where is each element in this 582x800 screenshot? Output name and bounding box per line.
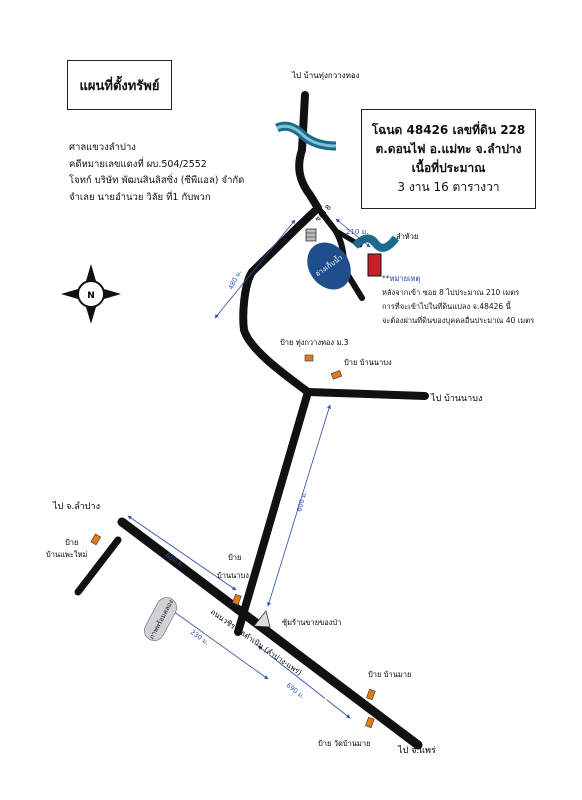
court-line-4: จำเลย นายอำนวย วิลัย ที่1 กับพวก <box>69 191 211 203</box>
map-title: แผนที่ตั้งทรัพย์ <box>79 78 160 94</box>
label-sign-ban-phae-mai-2: บ้านแพะใหม่ <box>46 550 88 559</box>
deed-line-1: โฉนด 48426 เลขที่ดิน 228 <box>371 123 526 137</box>
sign-ban-na-bong2-marker <box>232 593 242 606</box>
label-booth: ซุ้มร้านขายของป่า <box>282 618 341 627</box>
dim-600-label: 600 ม. <box>295 490 308 512</box>
dim-210-label: 210 ม. <box>346 228 368 236</box>
oil-depot: ภาพพร้อมคลอง <box>144 597 177 641</box>
building-icon <box>305 228 317 242</box>
sign-phung-kwang-thong-marker <box>304 354 314 362</box>
court-info: ศาลแขวงลำปาง คดีหมายเลขแดงที่ ผบ.504/255… <box>69 140 244 206</box>
compass-icon: N <box>61 264 121 324</box>
deed-line-2: ต.ดอนไฟ อ.แม่ทะ จ.ลำปาง <box>375 142 522 156</box>
sign-ban-phae-mai-marker <box>90 533 102 546</box>
dim-480-line <box>214 219 296 319</box>
note-line-2: การที่จะเข้าไปในที่ดินแปลง จ.48426 นี้ <box>382 302 511 311</box>
note-line-3: จะต้องผ่านที่ดินของบุคคลอื่นประมาณ 40 เม… <box>382 316 535 325</box>
label-to-phrae: ไป จ.แพร่ <box>397 745 436 756</box>
map-title-box: แผนที่ตั้งทรัพย์ <box>67 60 172 110</box>
sign-ban-mai-marker <box>366 688 376 701</box>
signs <box>90 354 376 729</box>
sign-wat-ban-mai-marker <box>365 716 375 729</box>
road-to-ban-na-bong <box>304 388 429 400</box>
dim-230-label: 230 ม. <box>189 628 211 647</box>
canal-crossing-north <box>275 121 337 151</box>
label-to-lampang: ไป จ.ลำปาง <box>52 501 100 512</box>
remark-note: **หมายเหตุ หลังจากเข้า ซอย 8 ไปประมาณ 21… <box>382 272 534 328</box>
dim-210-line <box>335 218 371 248</box>
compass-n-label: N <box>87 291 95 301</box>
booth-icon <box>253 610 271 628</box>
dim-600-line <box>267 404 331 607</box>
label-sign-ban-na-bong2-2: บ้านนาบง <box>217 571 249 580</box>
property-plot <box>367 253 382 277</box>
sign-ban-na-bong-marker <box>330 370 343 380</box>
note-title: **หมายเหตุ <box>382 274 421 283</box>
dim-480-label: 480 ม. <box>227 269 244 291</box>
dim-230-line <box>165 605 269 680</box>
dim-660-line <box>127 515 237 591</box>
deed-line-3: เนื้อที่ประมาณ <box>411 161 486 175</box>
label-sign-ban-na-bong2-1: ป้าย <box>228 553 241 562</box>
deed-line-4: 3 งาน 16 ตารางวา <box>397 180 500 194</box>
label-sign-phung-kwang-thong: ป้าย ทุ่งกวางทอง ม.3 <box>280 338 349 347</box>
label-canal: ลำห้วย <box>396 232 418 241</box>
label-to-ban-na-bong: ไป บ้านนาบง <box>430 393 482 404</box>
label-sign-ban-mai: ป้าย บ้านมาย <box>368 670 411 679</box>
road-ban-phae-mai <box>74 536 122 596</box>
label-sign-wat-ban-mai: ป้าย วัดบ้านมาย <box>318 739 370 748</box>
reservoir <box>307 242 351 290</box>
court-line-1: ศาลแขวงลำปาง <box>69 142 136 153</box>
dim-690-line <box>257 645 351 719</box>
label-sign-ban-phae-mai-1: ป้าย <box>65 538 78 547</box>
note-line-1: หลังจากเข้า ซอย 8 ไปประมาณ 210 เมตร <box>382 288 520 297</box>
court-line-3: โจทก์ บริษัท พัฒนสินลิสซิ่ง (ซีพีแอล) จำ… <box>69 175 245 186</box>
dim-690-label: 690 ม. <box>285 681 306 700</box>
label-to-phung-kwang-thong: ไป บ้านทุ่งกวางทอง <box>291 71 360 80</box>
label-sign-ban-na-bong: ป้าย บ้านนาบง <box>344 358 392 367</box>
road-ticks <box>152 563 331 701</box>
court-line-2: คดีหมายเลขแดงที่ ผบ.504/2552 <box>69 158 207 170</box>
deed-info-box: โฉนด 48426 เลขที่ดิน 228 ต.ดอนไฟ อ.แม่ทะ… <box>361 109 536 209</box>
dimension-lines <box>127 218 371 719</box>
